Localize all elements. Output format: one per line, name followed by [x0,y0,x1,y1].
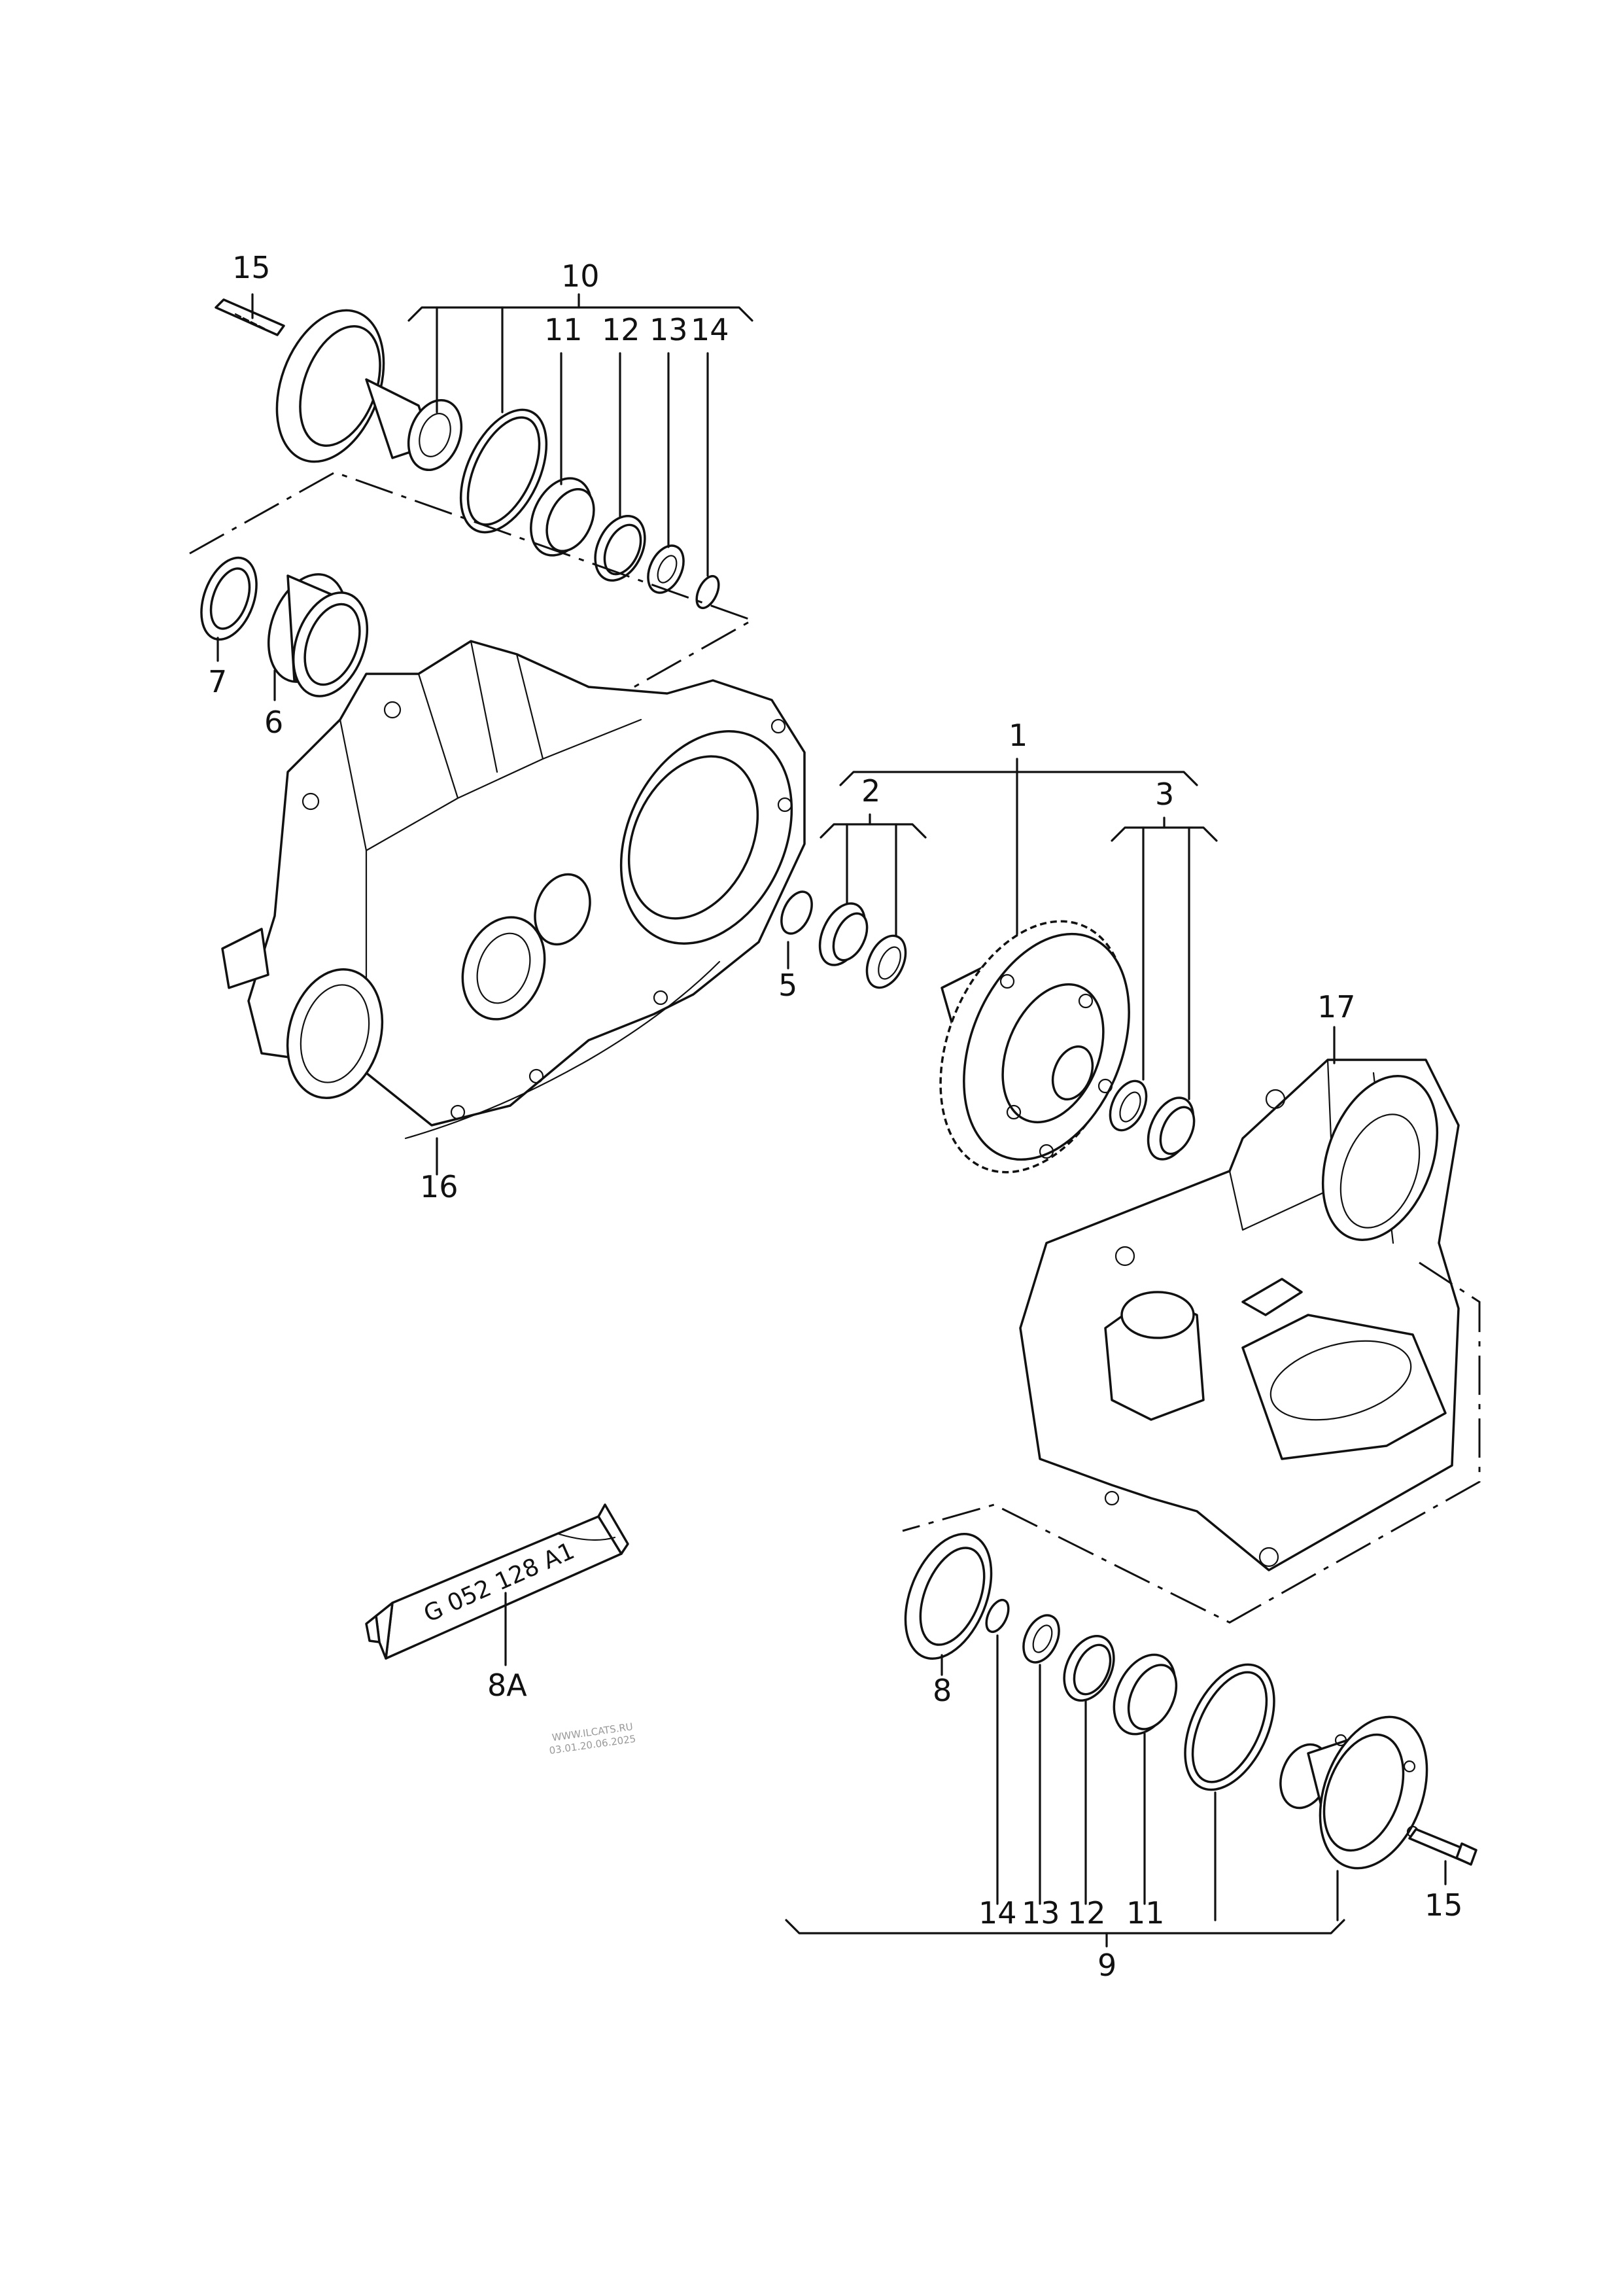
callout-14-top: 14 [691,312,729,347]
callout-15-top: 15 [232,250,271,285]
callout-7: 7 [208,664,227,699]
bolt-15-top [215,298,285,336]
watermark: WWW.ILCATS.RU 03.01.20.06.2025 [549,1721,637,1757]
callout-5: 5 [778,968,797,1003]
bracket-1 [839,771,1198,786]
bracket-10 [407,306,753,322]
circlip-14-bottom [985,1598,1010,1634]
callout-16: 16 [420,1169,458,1204]
callout-14-bottom: 14 [978,1895,1017,1931]
seal-7 [200,556,258,641]
callout-8A: 8A [487,1668,527,1703]
callout-11-top: 11 [544,312,583,347]
seal-8 [904,1533,993,1660]
callout-15-bottom: 15 [1425,1887,1463,1923]
bearing-race-3 [1147,1096,1196,1161]
tapered-bearing-2 [865,934,907,989]
boundary-line-right [902,1261,1481,1624]
bolt-15-bottom [1408,1828,1477,1866]
callout-10: 10 [561,258,600,294]
bearing-6 [267,573,369,697]
race-12-bottom [1063,1634,1115,1702]
callout-3: 3 [1155,777,1174,812]
callout-12-bottom: 12 [1067,1895,1106,1931]
bearing-11-top [530,477,595,557]
shim-5 [780,890,813,935]
drive-flange-bottom [1279,1715,1428,1870]
bearing-11-bottom [1113,1653,1178,1736]
boundary-line-top [189,471,755,707]
o-ring-top [459,408,548,534]
bracket-9 [785,1919,1345,1935]
callout-2: 2 [861,773,880,809]
gearbox-housing-17 [1019,1059,1460,1571]
differential-ring-gear-1 [939,920,1130,1174]
callout-12-top: 12 [602,312,640,347]
callout-13-top: 13 [649,312,688,347]
callout-1: 1 [1009,718,1028,753]
callout-13-bottom: 13 [1022,1895,1060,1931]
nut-13-bottom [1022,1614,1060,1664]
callout-6: 6 [264,705,283,740]
gearbox-housing-16 [221,640,806,1140]
nut-13-top [647,544,685,594]
callout-9: 9 [1097,1948,1116,1983]
circlip-14-top [695,574,720,610]
callout-17: 17 [1317,989,1356,1025]
drive-flange-top [275,309,463,472]
tapered-bearing-3 [1109,1079,1148,1132]
callout-11-bottom: 11 [1126,1895,1165,1931]
sealant-tube-8A: G 052 128 A1 [365,1503,629,1660]
o-ring-bottom [1184,1663,1275,1791]
bracket-3 [1111,826,1218,842]
race-12-top [594,514,646,582]
bracket-2 [820,823,927,839]
bearing-race-2 [818,902,869,966]
callout-8: 8 [933,1673,952,1708]
